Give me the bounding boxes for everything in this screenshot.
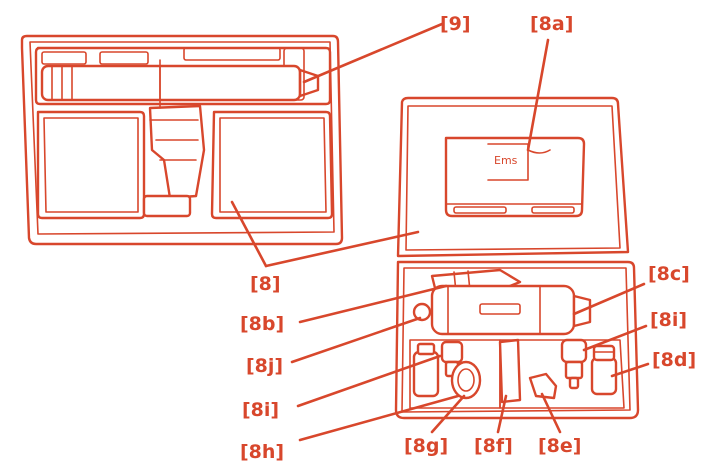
label-8: [8] bbox=[250, 273, 281, 295]
label-9: [9] bbox=[440, 13, 471, 35]
leader-8j bbox=[290, 316, 422, 364]
nozzle-8i-right bbox=[560, 338, 588, 390]
cap-8g bbox=[450, 360, 482, 400]
knob-8j bbox=[412, 302, 432, 322]
label-8f: [8f] bbox=[474, 435, 513, 457]
leader-8d bbox=[610, 362, 650, 378]
bottle-8d bbox=[590, 344, 618, 396]
label-8j: [8j] bbox=[246, 355, 283, 377]
leader-8-left bbox=[230, 200, 268, 268]
label-8b: [8b] bbox=[240, 313, 284, 335]
leader-8h bbox=[298, 394, 460, 442]
label-8h: [8h] bbox=[240, 441, 284, 463]
leader-8f bbox=[496, 394, 508, 434]
leader-8i-left bbox=[296, 354, 442, 408]
leader-9 bbox=[302, 22, 444, 84]
device-logo: Ems bbox=[494, 154, 518, 167]
label-8g: [8g] bbox=[404, 435, 448, 457]
leader-8 bbox=[264, 230, 420, 268]
label-8i-right: [8i] bbox=[650, 309, 687, 331]
leader-8b bbox=[298, 284, 448, 324]
bottle-8i-left bbox=[412, 342, 440, 398]
label-8e: [8e] bbox=[538, 435, 581, 457]
label-8a: [8a] bbox=[530, 13, 573, 35]
handpiece-body-8c bbox=[430, 284, 592, 336]
label-8d: [8d] bbox=[652, 349, 696, 371]
leader-8e bbox=[540, 392, 562, 434]
label-8c: [8c] bbox=[648, 263, 690, 285]
leader-8g bbox=[430, 394, 466, 434]
leader-8c bbox=[572, 282, 646, 316]
console-device-8a bbox=[444, 136, 586, 218]
right-case-base bbox=[394, 260, 640, 420]
left-case-tray bbox=[20, 34, 344, 246]
leader-lines bbox=[230, 22, 650, 442]
handpiece-9 bbox=[40, 59, 320, 218]
leader-8a bbox=[526, 38, 550, 152]
divider-8f bbox=[498, 338, 522, 404]
label-8i-left: [8i] bbox=[242, 399, 279, 421]
leader-8i-right bbox=[582, 324, 648, 352]
part-8e bbox=[528, 372, 558, 400]
right-case-lid bbox=[396, 96, 630, 258]
